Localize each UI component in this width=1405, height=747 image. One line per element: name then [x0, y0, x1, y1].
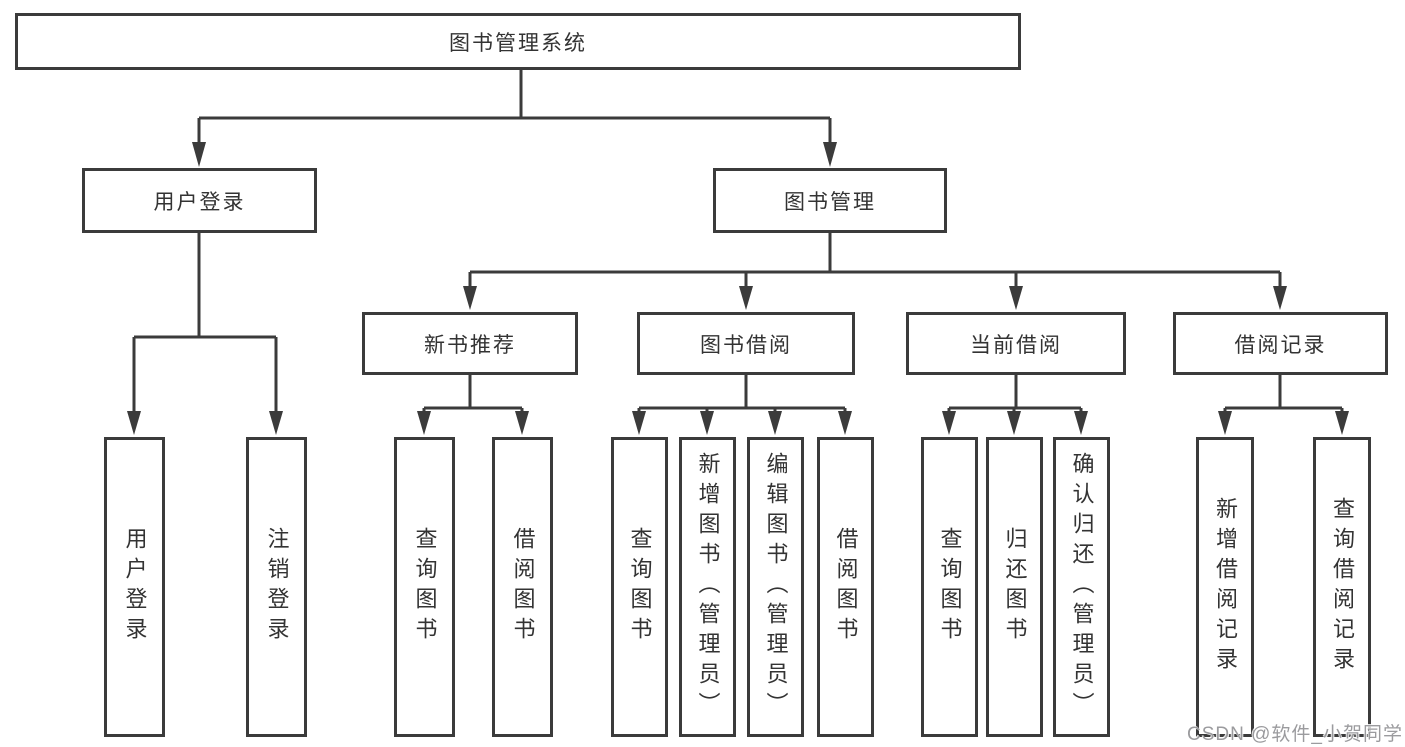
leaf-confirm-return-admin: 确认归还（管理员）: [1053, 437, 1110, 737]
leaf-return-books: 归还图书: [986, 437, 1043, 737]
leaf-borrow-books: 借阅图书: [817, 437, 874, 737]
node-new-book-recommend: 新书推荐: [362, 312, 578, 375]
leaf-query-books-recommend: 查询图书: [394, 437, 455, 737]
leaf-edit-books-admin: 编辑图书（管理员）: [747, 437, 804, 737]
leaf-query-books-borrow: 查询图书: [611, 437, 668, 737]
leaf-borrow-books-recommend: 借阅图书: [492, 437, 553, 737]
arrowhead-icons: [127, 142, 1349, 435]
csdn-watermark: CSDN @软件_小贺同学: [1187, 724, 1403, 745]
leaf-logout: 注销登录: [246, 437, 307, 737]
node-user-login: 用户登录: [82, 168, 317, 233]
leaf-add-books-admin: 新增图书（管理员）: [679, 437, 736, 737]
node-current-borrow: 当前借阅: [906, 312, 1126, 375]
leaf-user-login: 用户登录: [104, 437, 165, 737]
leaf-query-books-current: 查询图书: [921, 437, 978, 737]
node-book-management: 图书管理: [713, 168, 947, 233]
node-system-root: 图书管理系统: [15, 13, 1021, 70]
leaf-add-borrow-record: 新增借阅记录: [1196, 437, 1254, 737]
node-book-borrow: 图书借阅: [637, 312, 855, 375]
node-borrow-records: 借阅记录: [1173, 312, 1388, 375]
leaf-query-borrow-record: 查询借阅记录: [1313, 437, 1371, 737]
